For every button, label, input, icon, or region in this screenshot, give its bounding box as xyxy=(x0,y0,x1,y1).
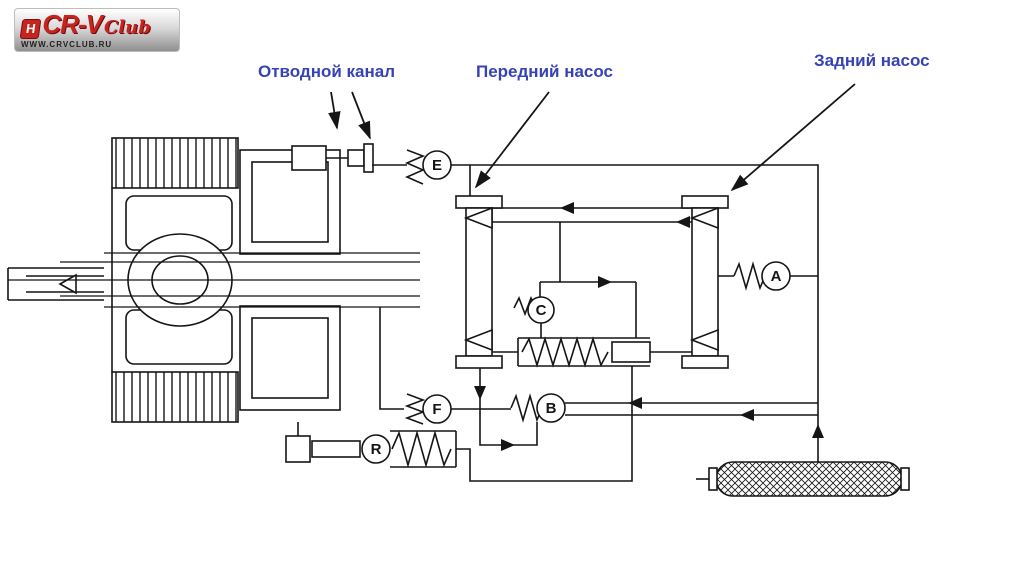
valve-b-label: B xyxy=(546,400,557,417)
front-pump-arrow-bottom xyxy=(463,328,493,352)
hydraulic-lines xyxy=(372,164,819,482)
flow-arrow-left-2 xyxy=(676,216,690,228)
valve-e-label: E xyxy=(432,157,442,174)
fins-top xyxy=(111,137,239,189)
flow-arrow-left-1 xyxy=(560,202,574,214)
valve-a xyxy=(761,261,791,291)
logo-brand-text: CR-V xyxy=(42,9,103,39)
valve-a-label: A xyxy=(771,268,782,285)
valve-c-label: C xyxy=(536,302,547,319)
valve-e xyxy=(422,150,452,180)
valve-b xyxy=(536,393,566,423)
valve-a-spring xyxy=(733,261,766,291)
bypass-port-3 xyxy=(363,143,374,173)
label-rear-pump: Задний насос xyxy=(814,51,930,70)
check-valves xyxy=(361,149,791,468)
label-bypass-channel: Отводной канал xyxy=(258,62,396,81)
valve-r xyxy=(361,434,391,464)
flow-arrow-down-1 xyxy=(474,386,486,400)
fins-bottom xyxy=(111,371,239,423)
logo-club-text: Club xyxy=(103,17,151,38)
flow-arrow-right-1 xyxy=(598,276,612,288)
flow-arrow-up-1 xyxy=(812,424,824,438)
valve-r-spring xyxy=(391,430,452,468)
logo-url-text: WWW.CRVCLUB.RU xyxy=(21,40,113,49)
valve-f-spring xyxy=(404,393,426,425)
valve-b-spring xyxy=(510,393,543,423)
front-pump-arrow-top xyxy=(463,206,493,230)
regulator-valve xyxy=(521,336,651,368)
flow-arrows xyxy=(474,202,824,451)
input-shaft xyxy=(7,267,104,301)
flow-arrow-left-4 xyxy=(740,409,754,421)
rear-pump-arrow-top xyxy=(689,206,719,230)
valve-e-spring xyxy=(405,149,426,185)
oil-strainer xyxy=(708,461,910,497)
front-pump-symbol xyxy=(455,195,503,369)
regulator-spring xyxy=(521,336,609,368)
torque-converter xyxy=(7,137,420,463)
bypass-port-2 xyxy=(347,149,365,167)
rear-pump-arrow-bottom xyxy=(689,328,719,352)
valve-f-label: F xyxy=(432,401,441,418)
bypass-pointer-2 xyxy=(351,91,371,140)
valve-letters: E F R C B A xyxy=(371,157,782,458)
bypass-port-1 xyxy=(291,145,327,171)
flow-arrow-right-2 xyxy=(501,439,515,451)
rear-pump-pointer xyxy=(730,83,856,192)
bypass-pointer-1 xyxy=(328,91,341,130)
logo-brand-row: H CR-V Club xyxy=(19,9,173,39)
site-logo: H CR-V Club WWW.CRVCLUB.RU xyxy=(14,8,180,52)
valve-c xyxy=(527,296,555,324)
front-pump-pointer xyxy=(474,91,550,189)
label-pointers xyxy=(328,83,856,192)
flow-arrow-left-3 xyxy=(628,397,642,409)
valve-r-label: R xyxy=(371,441,382,458)
label-front-pump: Передний насос xyxy=(476,62,613,81)
valve-f xyxy=(422,394,452,424)
shaft-tip xyxy=(58,273,77,295)
rear-pump-symbol xyxy=(681,195,729,369)
